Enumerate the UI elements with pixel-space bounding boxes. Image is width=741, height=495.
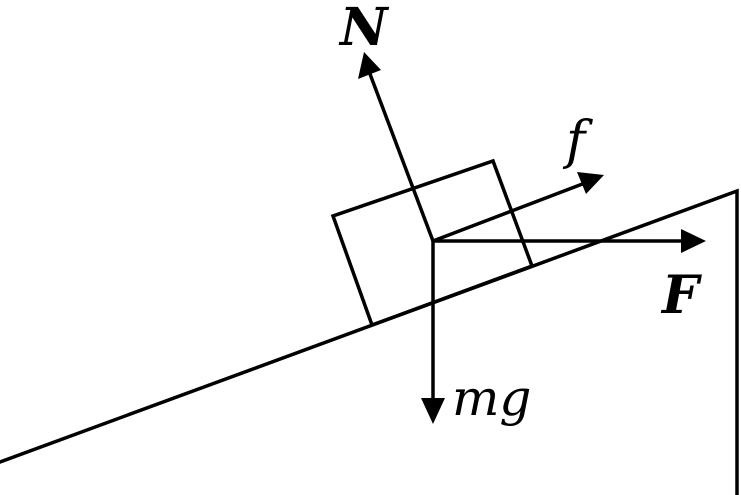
normal-force-label: N <box>338 0 390 58</box>
friction-arrowhead <box>577 172 604 194</box>
normal-force-arrow <box>368 73 435 242</box>
block <box>330 158 535 328</box>
friction-arrow <box>432 181 586 243</box>
friction-label: f <box>562 111 593 171</box>
gravity-label: mg <box>452 369 531 427</box>
applied-force-label: F <box>660 265 702 326</box>
normal-force-arrowhead <box>358 52 381 79</box>
gravity-arrowhead <box>421 398 445 424</box>
incline-surface <box>0 188 739 495</box>
applied-force-arrowhead <box>681 229 706 253</box>
